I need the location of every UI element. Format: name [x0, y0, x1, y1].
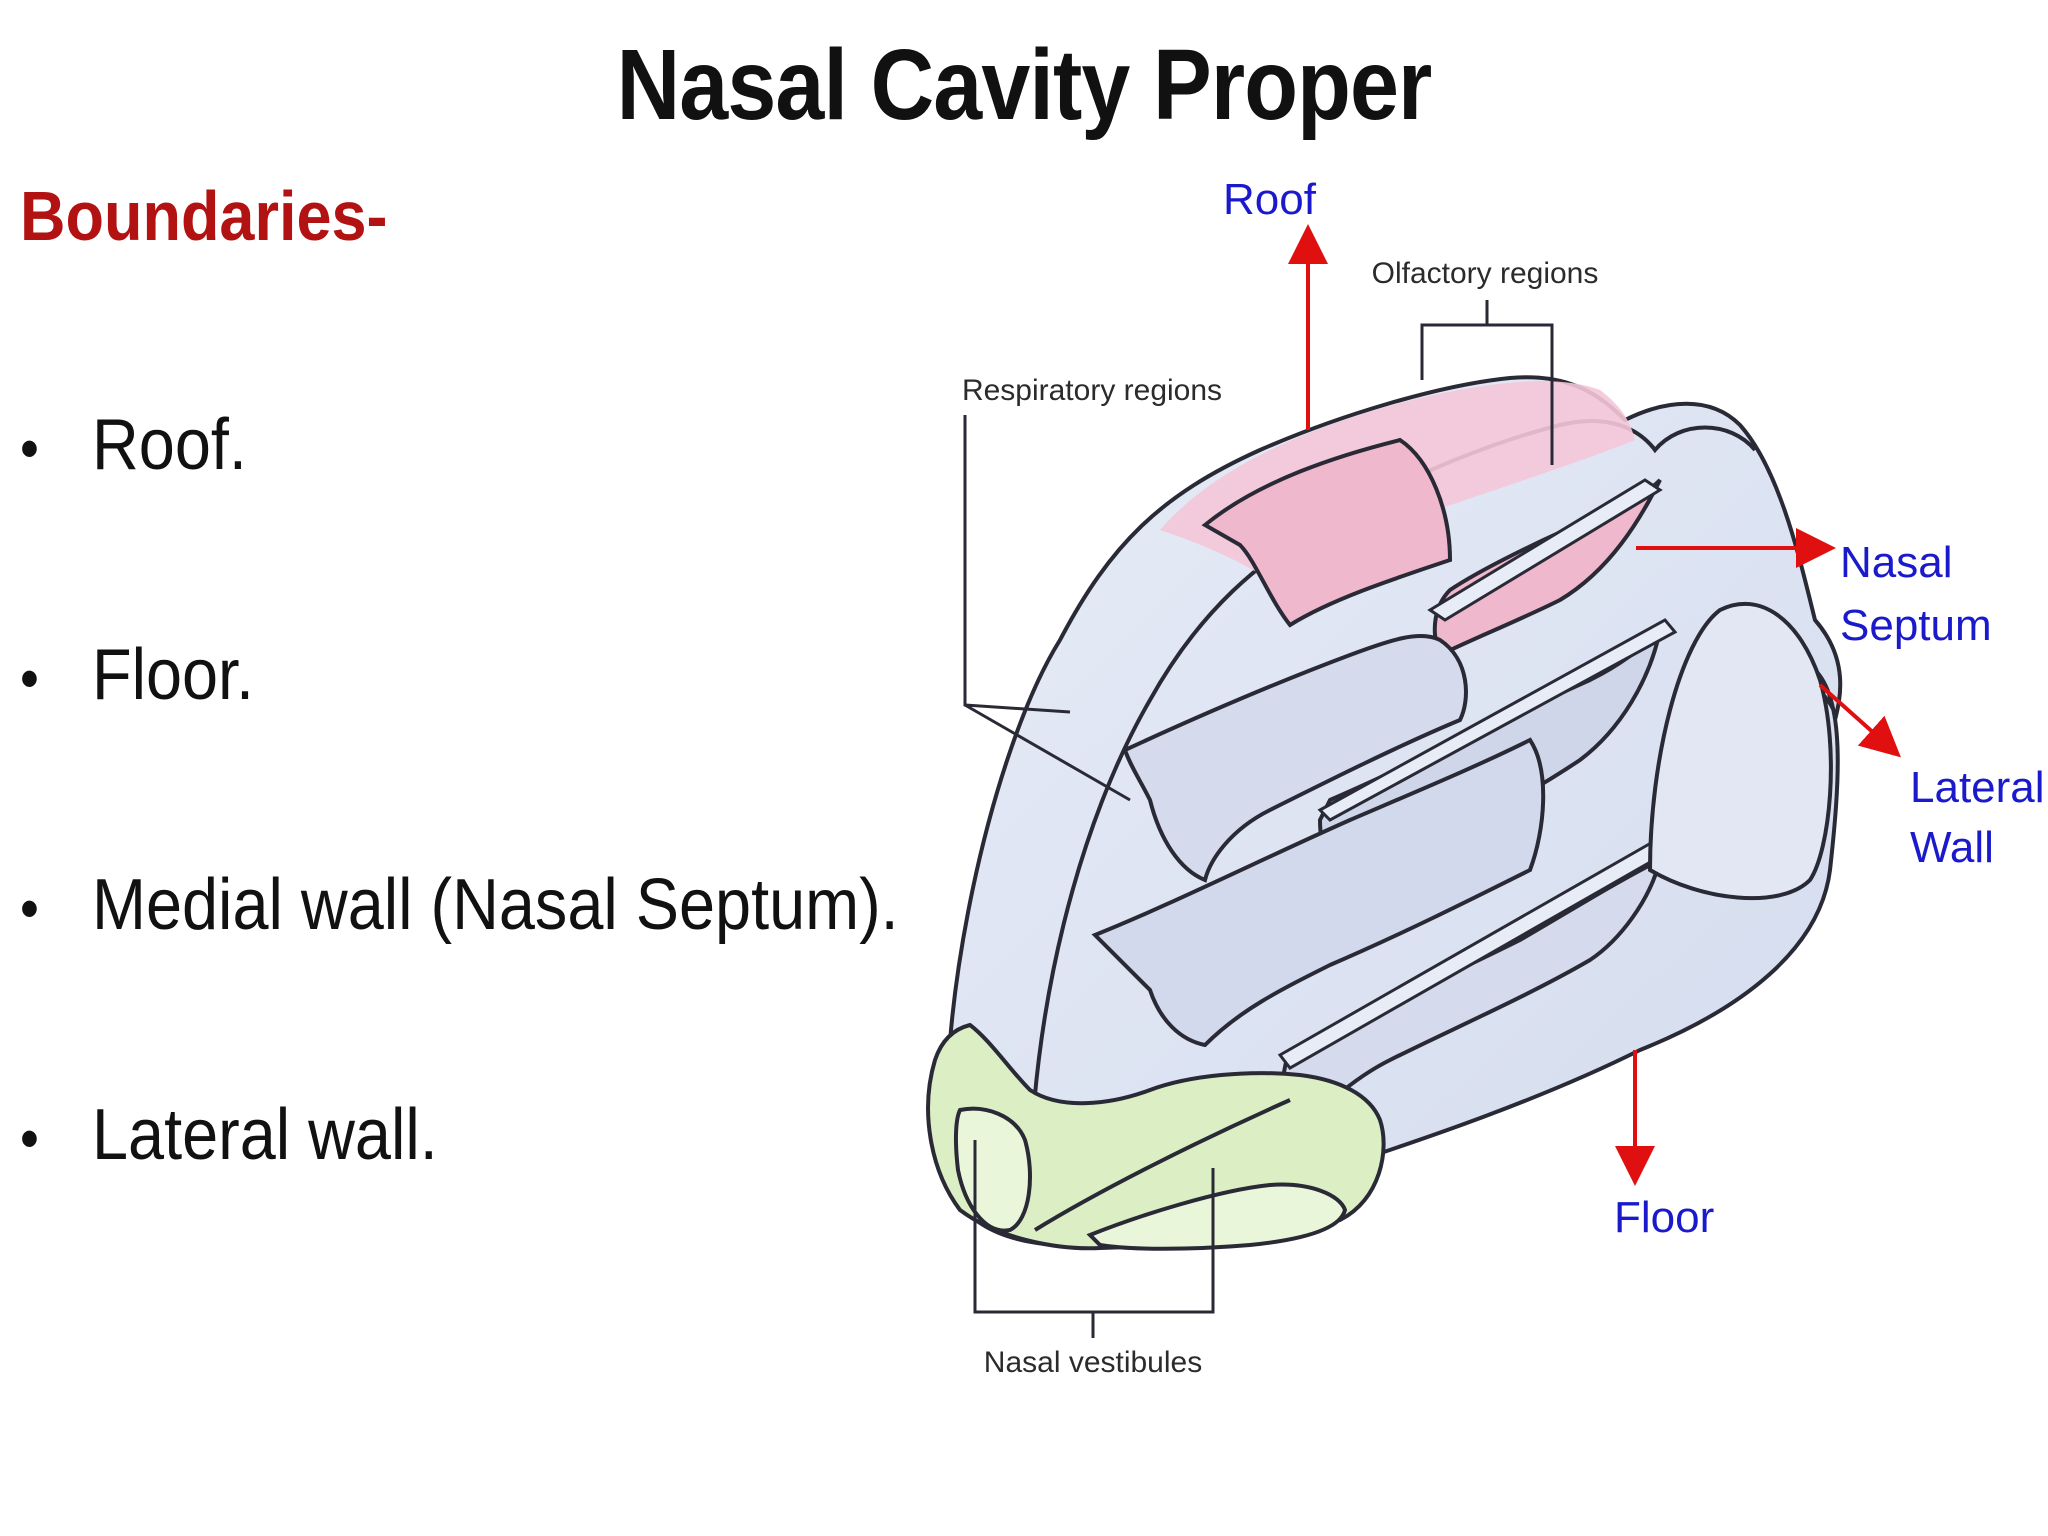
- bullet-icon: •: [20, 875, 39, 942]
- septal-fin-middle: [1317, 618, 1678, 822]
- lateral-wall-arrow: [1818, 683, 1901, 758]
- inferior-concha: [1091, 737, 1546, 1048]
- bullet-text: Lateral wall.: [92, 1095, 438, 1175]
- respiratory-leader: [963, 415, 1131, 802]
- label-floor: Floor: [1614, 1193, 1714, 1242]
- septal-fin-upper: [1427, 478, 1663, 622]
- bullet-roof: • Roof.: [20, 404, 247, 486]
- superior-concha: [1122, 633, 1468, 883]
- bullet-floor: • Floor.: [20, 634, 254, 716]
- label-nasal-septum-line2: Septum: [1840, 601, 1992, 650]
- label-nasal-vestibules: Nasal vestibules: [984, 1346, 1202, 1379]
- label-olfactory-regions: Olfactory regions: [1372, 257, 1599, 290]
- bullet-icon: •: [20, 415, 39, 482]
- boundaries-heading: Boundaries-: [20, 177, 388, 255]
- olfactory-region-upper-concha: [1201, 437, 1453, 628]
- lateral-wall-back: [1647, 601, 1833, 901]
- bullet-icon: •: [20, 645, 39, 712]
- label-lateral-wall-line1: Lateral: [1910, 763, 2045, 812]
- olfactory-bracket: [1420, 300, 1554, 465]
- label-roof: Roof: [1223, 175, 1317, 224]
- nostril-right: [1086, 1182, 1348, 1251]
- bullet-text: Floor.: [92, 635, 255, 715]
- vestibule-septal-columella: [1033, 1098, 1291, 1232]
- label-respiratory-regions: Respiratory regions: [962, 374, 1222, 407]
- bullet-medial-wall: • Medial wall (Nasal Septum).: [20, 864, 899, 946]
- bullet-text: Roof.: [92, 405, 247, 485]
- label-lateral-wall-line2: Wall: [1910, 823, 1994, 872]
- label-nasal-septum-line1: Nasal: [1840, 538, 1953, 587]
- bullet-lateral-wall: • Lateral wall.: [20, 1094, 438, 1176]
- bullet-icon: •: [20, 1105, 39, 1172]
- vestibules-bracket: [973, 1140, 1215, 1338]
- slide-title: Nasal Cavity Proper: [616, 29, 1433, 141]
- bullet-text: Medial wall (Nasal Septum).: [92, 865, 899, 945]
